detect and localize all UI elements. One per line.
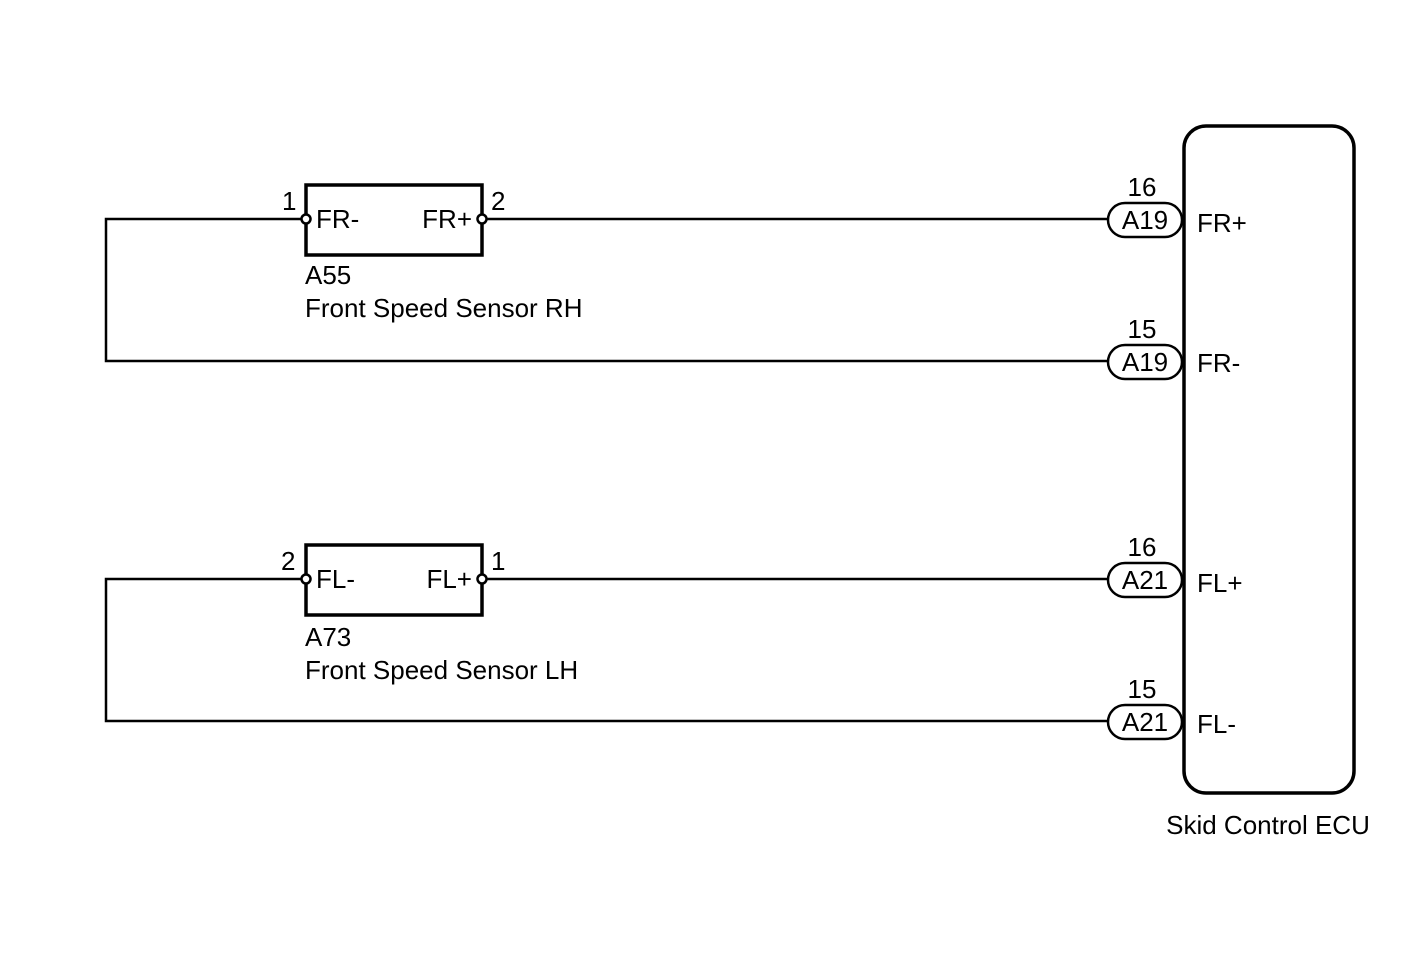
terminal-pin-number: 16 (1128, 172, 1157, 202)
sensor-rh-left-terminal: FR- (316, 204, 359, 234)
ecu-terminal: A21 16 FL+ (1106, 532, 1243, 599)
wire-fl-minus (104, 577, 1110, 723)
terminal-label: FR+ (1197, 208, 1247, 238)
connector-pill (1106, 703, 1184, 741)
sensor-lh-right-terminal: FL+ (426, 564, 472, 594)
ecu-terminal: A21 15 FL- (1106, 674, 1236, 741)
skid-control-ecu: Skid Control ECU A19 16 FR+ A19 15 FR- A… (1106, 124, 1370, 840)
sensor-lh-code: A73 (305, 622, 351, 652)
sensor-rh-name: Front Speed Sensor RH (305, 293, 582, 323)
ecu-terminal: A19 16 FR+ (1106, 172, 1247, 239)
ecu-name: Skid Control ECU (1166, 810, 1370, 840)
connector-pill (1106, 561, 1184, 599)
sensor-rh-pin-left (300, 213, 312, 225)
sensor-lh-name: Front Speed Sensor LH (305, 655, 578, 685)
sensor-lh-right-pin-number: 1 (491, 546, 505, 576)
sensor-rh-right-terminal: FR+ (422, 204, 472, 234)
wire-fr-minus (104, 217, 1110, 363)
connector-id: A21 (1122, 707, 1168, 737)
terminal-pin-number: 15 (1128, 674, 1157, 704)
connector-id: A19 (1122, 347, 1168, 377)
connector-id: A21 (1122, 565, 1168, 595)
ecu-body (1182, 124, 1356, 795)
sensor-rh-code: A55 (305, 260, 351, 290)
connector-pill (1106, 343, 1184, 381)
ecu-terminal: A19 15 FR- (1106, 314, 1240, 381)
sensor-rh-right-pin-number: 2 (491, 186, 505, 216)
terminal-label: FR- (1197, 348, 1240, 378)
terminal-label: FL- (1197, 709, 1236, 739)
terminal-pin-number: 15 (1128, 314, 1157, 344)
sensor-rh-left-pin-number: 1 (282, 186, 296, 216)
sensor-lh-left-terminal: FL- (316, 564, 355, 594)
sensor-lh-left-pin-number: 2 (281, 546, 295, 576)
sensor-lh-pin-left (300, 573, 312, 585)
sensor-lh-pin-right (476, 573, 488, 585)
front-speed-sensor-lh: 2 1 FL- FL+ A73 Front Speed Sensor LH (281, 543, 578, 685)
terminal-pin-number: 16 (1128, 532, 1157, 562)
connector-id: A19 (1122, 205, 1168, 235)
terminal-label: FL+ (1197, 568, 1243, 598)
connector-pill (1106, 201, 1184, 239)
front-speed-sensor-rh: 1 2 FR- FR+ A55 Front Speed Sensor RH (282, 183, 582, 323)
sensor-rh-pin-right (476, 213, 488, 225)
